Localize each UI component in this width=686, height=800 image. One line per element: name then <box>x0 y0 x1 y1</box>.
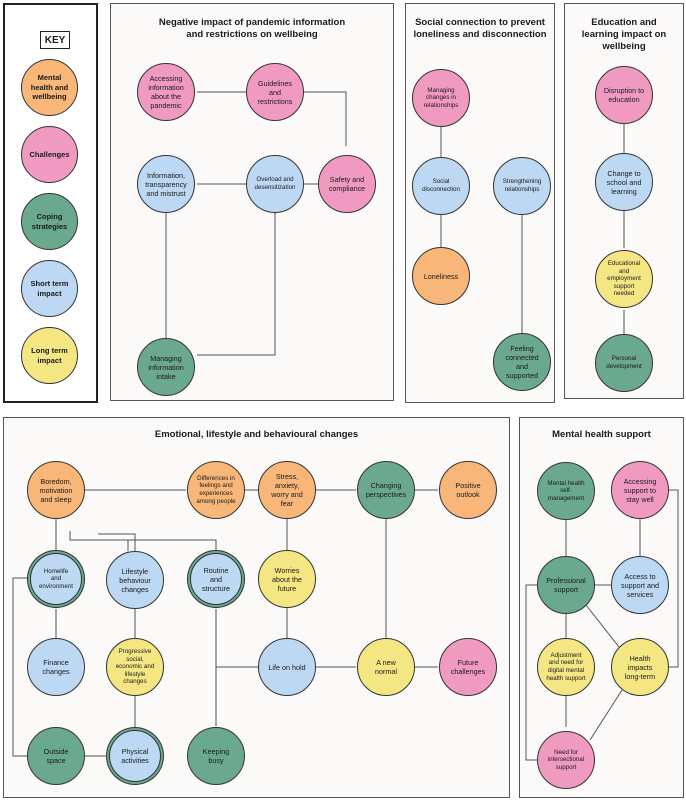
key-title: KEY <box>40 31 70 49</box>
node-worries-future: Worries about the future <box>258 550 316 608</box>
node-self-management: Mental health self- management <box>537 462 595 520</box>
node-outside-space: Outside space <box>27 727 85 785</box>
node-life-on-hold: Life on hold <box>258 638 316 696</box>
node-progressive-changes: Progressive social, economic and lifesty… <box>106 638 164 696</box>
node-changing-perspectives: Changing perspectives <box>357 461 415 519</box>
node-adjustment-digital: Adjustment and need for digital mental h… <box>537 638 595 696</box>
node-managing-changes: Managing changes in relationships <box>412 69 470 127</box>
key-coping-strategies: Coping strategies <box>21 193 78 250</box>
node-loneliness: Loneliness <box>412 247 470 305</box>
link-bus-lifestyle-b <box>98 533 136 551</box>
node-finance-changes: Finance changes <box>27 638 85 696</box>
key-long-term-impact: Long term impact <box>21 327 78 384</box>
link-bus-routine-a <box>98 539 217 551</box>
key-short-term-impact: Short term impact <box>21 260 78 317</box>
node-new-normal: A new normal <box>357 638 415 696</box>
node-physical-activities: Physical activities <box>109 730 161 782</box>
node-information-transparency: Information, transparency and mistrust <box>137 155 195 213</box>
node-future-challenges: Future challenges <box>439 638 497 696</box>
node-lifestyle-changes: Lifestyle behaviour changes <box>106 551 164 609</box>
link-professional-health <box>585 604 620 648</box>
node-intersectional-support: Need for intersectional support <box>537 731 595 789</box>
node-stress-anxiety: Stress, anxiety, worry and fear <box>258 461 316 519</box>
node-positive-outlook: Positive outlook <box>439 461 497 519</box>
node-overload-desensitization: Overload and desensitization <box>246 155 304 213</box>
link-overload-managing <box>197 212 276 356</box>
panel-title-negative-impact: Negative impact of pandemic information … <box>158 17 346 40</box>
node-routine-structure: Routine and structure <box>190 553 242 605</box>
link-professional-intersectional <box>525 584 539 761</box>
node-health-impacts: Health impacts long-term <box>611 638 669 696</box>
node-boredom: Boredom, motivation and sleep <box>27 461 85 519</box>
panel-title-social-connection: Social connection to prevent loneliness … <box>413 17 547 40</box>
node-professional-support: Professional support <box>537 556 595 614</box>
node-educational-support: Educational and employment support neede… <box>595 250 653 308</box>
key-challenges: Challenges <box>21 126 78 183</box>
node-accessing-support: Accessing support to stay well <box>611 461 669 519</box>
node-disruption-education: Disruption to education <box>595 66 653 124</box>
node-social-disconnection: Social disconnection <box>412 157 470 215</box>
link-homelife-outside <box>12 577 30 757</box>
panel-title-emotional: Emotional, lifestyle and behavioural cha… <box>154 429 359 440</box>
node-keeping-busy: Keeping busy <box>187 727 245 785</box>
link-health-intersectional <box>589 689 623 741</box>
node-change-school: Change to school and learning <box>595 153 653 211</box>
panel-title-education: Education and learning impact on wellbei… <box>581 17 667 52</box>
link-accessing-health <box>668 489 679 668</box>
panel-emotional: Emotional, lifestyle and behavioural cha… <box>3 417 510 798</box>
node-safety-compliance: Safety and compliance <box>318 155 376 213</box>
node-personal-development: Personal development <box>595 334 653 392</box>
node-managing-information-intake: Managing information intake <box>137 338 195 396</box>
node-accessing-information: Accessing information about the pandemic <box>137 63 195 121</box>
node-differences: Differences in feelings and experiences … <box>187 461 245 519</box>
node-guidelines-restrictions: Guidelines and restrictions <box>246 63 304 121</box>
node-homelife-environment: Homelife and environment <box>30 553 82 605</box>
link-guidelines-safety <box>303 91 347 146</box>
node-feeling-connected: Feeling connected and supported <box>493 333 551 391</box>
node-access-services: Access to support and services <box>611 556 669 614</box>
node-strengthening-relationships: Strengthening relationships <box>493 157 551 215</box>
panel-title-mental-support: Mental health support <box>552 429 651 440</box>
key-mental-health: Mental health and wellbeing <box>21 59 78 116</box>
